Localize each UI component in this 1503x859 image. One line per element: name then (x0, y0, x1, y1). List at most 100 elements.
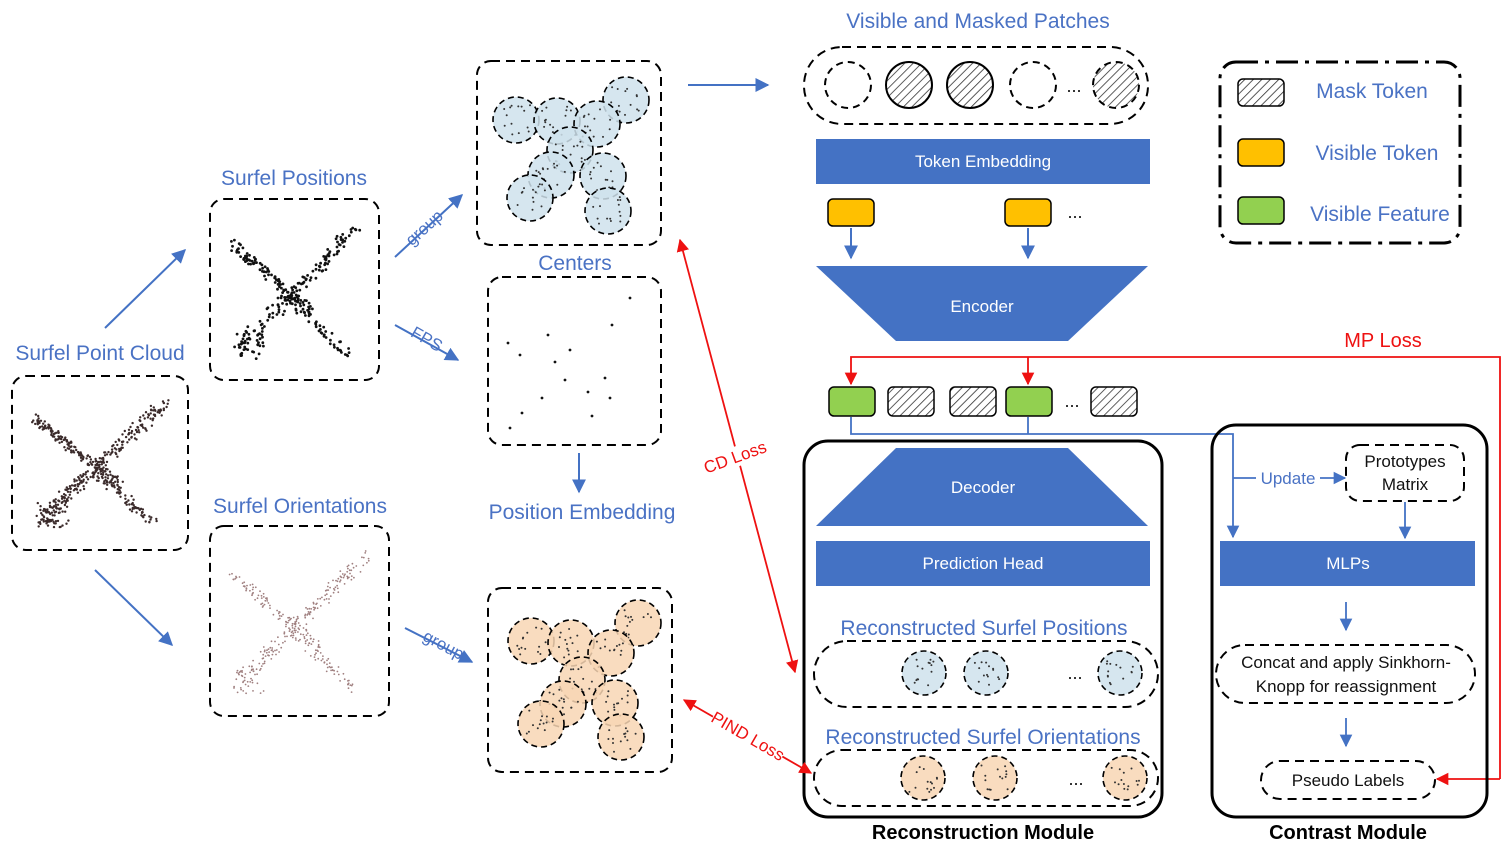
point (988, 665, 990, 668)
point (293, 296, 297, 300)
point (67, 442, 71, 446)
point (297, 631, 299, 633)
point (276, 609, 278, 612)
point (358, 228, 362, 232)
point (333, 669, 335, 672)
point (244, 329, 248, 333)
decoder-block (816, 448, 1148, 526)
point (935, 776, 938, 779)
point (256, 333, 259, 337)
point (252, 262, 255, 266)
point (271, 647, 274, 649)
mask-token (949, 386, 997, 417)
point (245, 252, 249, 255)
point (290, 302, 294, 306)
point (568, 348, 572, 352)
point (628, 620, 631, 623)
point (262, 690, 265, 692)
point (320, 331, 324, 335)
point (79, 474, 82, 477)
point (319, 597, 322, 600)
point (295, 620, 298, 623)
point (133, 433, 136, 436)
point (535, 169, 538, 172)
point (251, 668, 253, 671)
point (330, 669, 332, 672)
point (569, 636, 572, 639)
point (106, 474, 110, 477)
point (517, 132, 520, 135)
point (353, 576, 355, 579)
point (262, 592, 265, 595)
point (540, 396, 544, 400)
point (333, 345, 336, 349)
point (124, 494, 127, 497)
point (329, 586, 331, 589)
point (252, 591, 255, 594)
point (570, 668, 572, 671)
point (599, 165, 602, 168)
point (268, 651, 270, 653)
point (160, 414, 163, 417)
point (282, 613, 284, 616)
point (116, 488, 120, 491)
point (626, 624, 629, 627)
point (252, 670, 255, 673)
point (243, 581, 246, 584)
point (310, 608, 313, 610)
point (508, 426, 512, 430)
point (988, 683, 990, 686)
point (541, 109, 544, 112)
point (329, 338, 332, 342)
point (929, 781, 932, 784)
point (273, 281, 277, 284)
point (239, 352, 243, 356)
point (300, 282, 303, 286)
point (350, 691, 353, 693)
point (296, 615, 299, 618)
point (317, 268, 321, 272)
point (349, 572, 351, 575)
point (572, 668, 575, 671)
point (242, 690, 245, 692)
point (295, 289, 299, 293)
point (288, 627, 290, 630)
point (521, 637, 524, 640)
point (313, 608, 315, 611)
surfel-point-cloud-dots (31, 399, 170, 529)
point (262, 344, 265, 348)
point (276, 287, 279, 291)
point (986, 788, 989, 791)
point (510, 104, 513, 107)
point (304, 616, 307, 619)
point (230, 249, 234, 253)
point (65, 522, 68, 525)
point (143, 513, 146, 517)
point (86, 478, 90, 481)
point (335, 579, 337, 582)
point (1110, 766, 1113, 769)
point (82, 478, 85, 481)
point (1105, 662, 1108, 665)
point (316, 598, 319, 600)
point (232, 578, 235, 581)
arrow-group-bottom (404, 627, 474, 663)
point (552, 717, 554, 720)
point (261, 327, 264, 330)
point (254, 586, 257, 589)
point (326, 666, 329, 669)
edge-label-group-top: group (402, 206, 447, 249)
point (264, 278, 268, 281)
point (541, 715, 543, 718)
point (150, 424, 154, 427)
point (241, 246, 245, 250)
point (543, 125, 546, 128)
point (105, 473, 108, 476)
point (314, 263, 318, 267)
point (270, 640, 273, 643)
point (518, 648, 521, 650)
point (350, 569, 353, 572)
point (58, 441, 61, 444)
point (104, 470, 107, 473)
point (1005, 770, 1008, 773)
